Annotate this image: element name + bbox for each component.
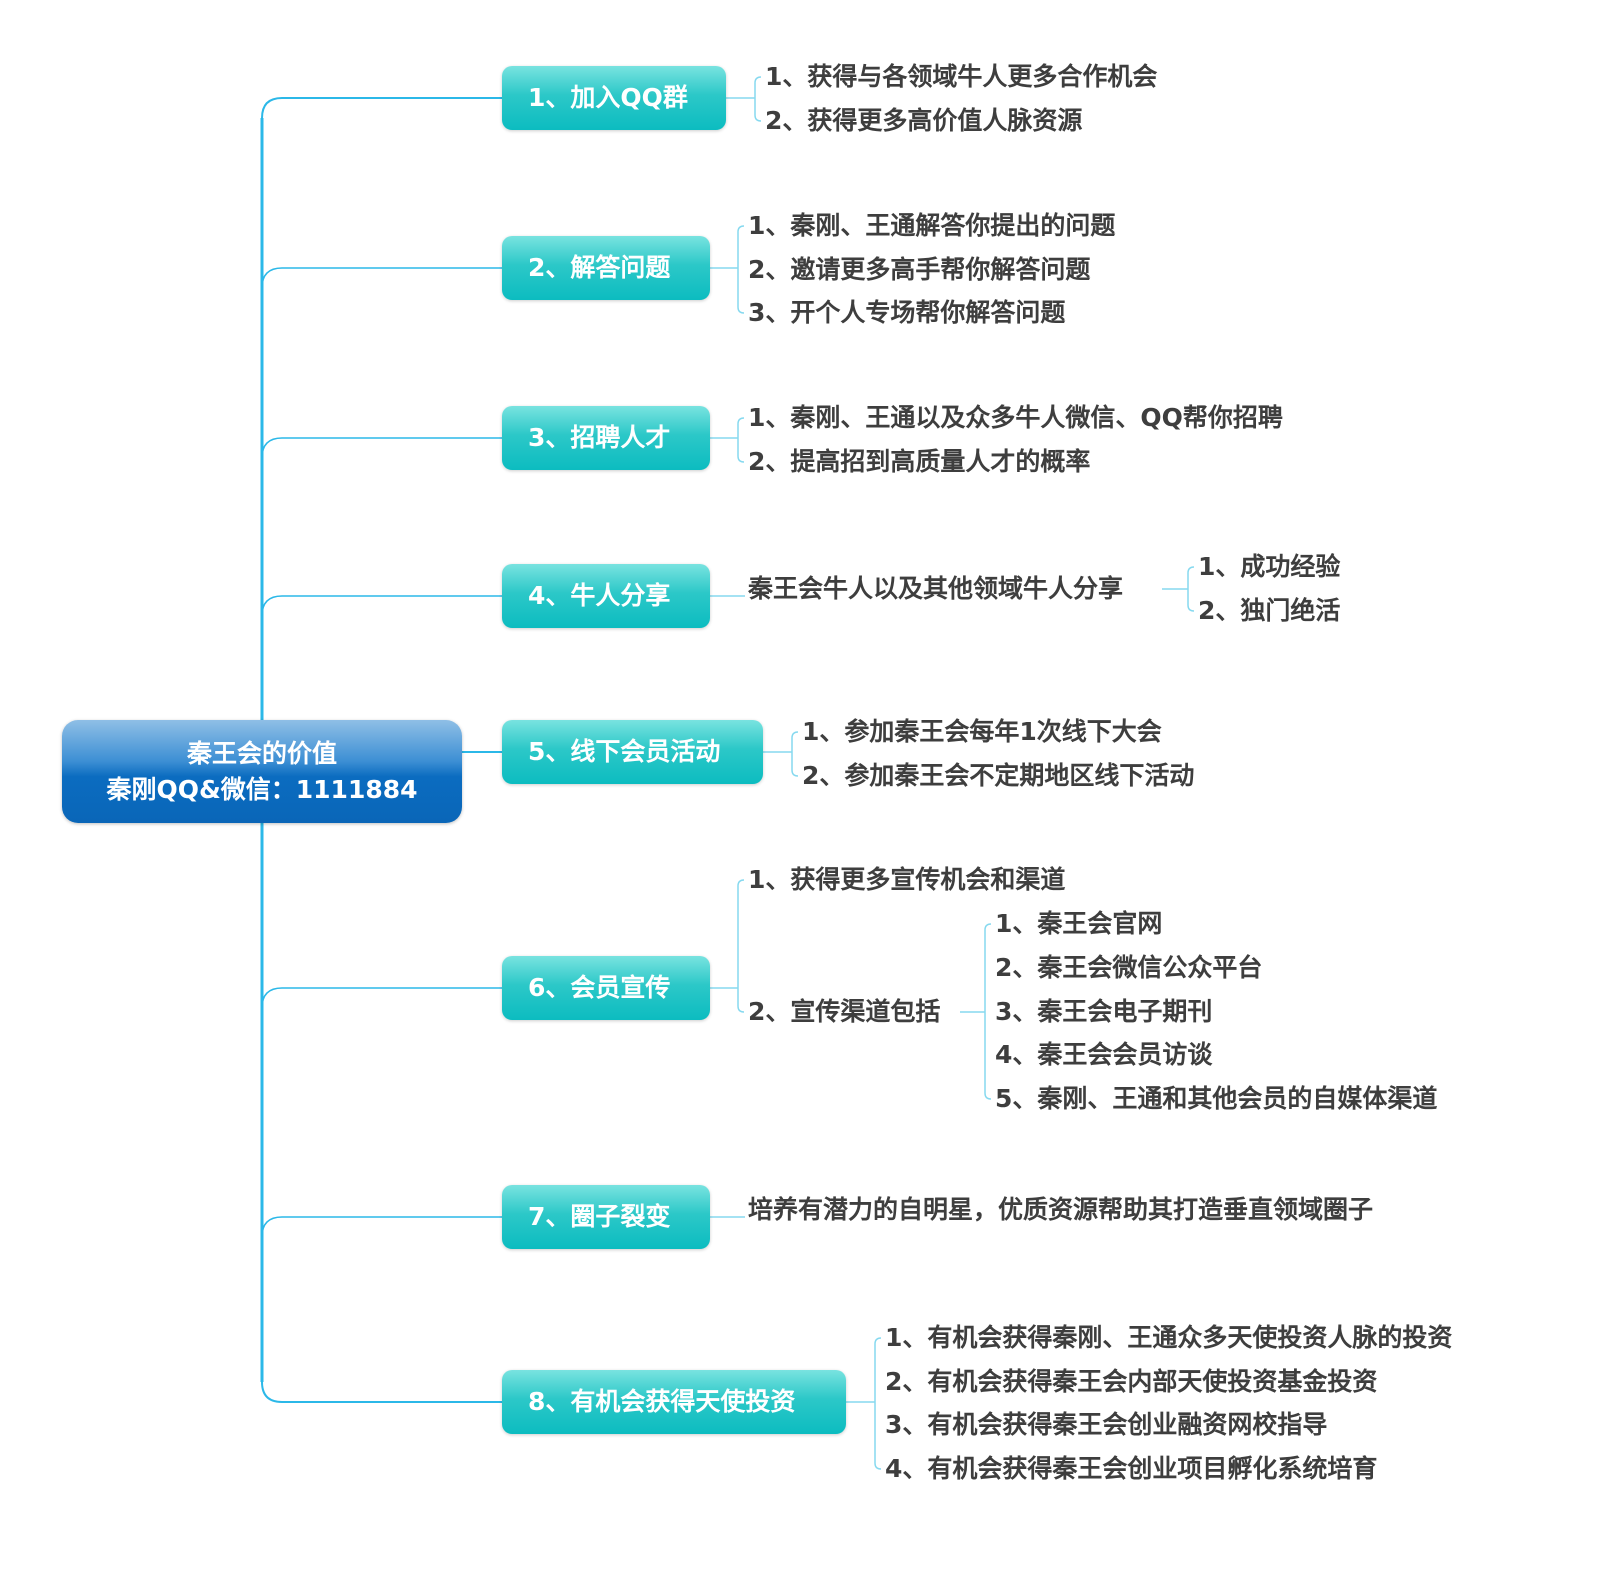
- branch-connector: [261, 267, 502, 289]
- leaf-item[interactable]: 2、宣传渠道包括: [748, 997, 941, 1026]
- sub-leaf-item[interactable]: 2、秦王会微信公众平台: [995, 953, 1263, 982]
- branch-connector: [261, 97, 502, 119]
- branch-connector: [261, 987, 502, 1009]
- leaf-item[interactable]: 1、秦刚、王通解答你提出的问题: [748, 211, 1116, 240]
- leaf-item[interactable]: 秦王会牛人以及其他领域牛人分享: [748, 574, 1124, 603]
- branch-member-promotion[interactable]: 6、会员宣传: [502, 956, 710, 1020]
- branch-join-qq-group[interactable]: 1、加入QQ群: [502, 66, 726, 130]
- branch-connector: [261, 1381, 502, 1403]
- sub-leaf-item[interactable]: 1、成功经验: [1198, 552, 1341, 581]
- leaf-bracket: [737, 417, 745, 463]
- branch-connector: [261, 437, 502, 459]
- leaf-bracket: [1187, 566, 1195, 612]
- sub-leaf-item[interactable]: 4、秦王会会员访谈: [995, 1040, 1213, 1069]
- leaf-item[interactable]: 4、有机会获得秦王会创业项目孵化系统培育: [885, 1454, 1378, 1483]
- sub-leaf-item[interactable]: 5、秦刚、王通和其他会员的自媒体渠道: [995, 1084, 1438, 1113]
- branch-answer-questions[interactable]: 2、解答问题: [502, 236, 710, 300]
- root-node[interactable]: 秦王会的价值 秦刚QQ&微信：1111884: [62, 720, 462, 823]
- root-contact: 秦刚QQ&微信：1111884: [106, 775, 418, 804]
- branch-connector: [261, 1216, 502, 1238]
- root-title: 秦王会的价值: [186, 739, 337, 768]
- leaf-bracket: [791, 731, 799, 777]
- leaf-item[interactable]: 1、秦刚、王通以及众多牛人微信、QQ帮你招聘: [748, 403, 1283, 432]
- leaf-item[interactable]: 1、获得更多宣传机会和渠道: [748, 865, 1066, 894]
- sub-leaf-item[interactable]: 2、独门绝活: [1198, 596, 1341, 625]
- leaf-item[interactable]: 2、邀请更多高手帮你解答问题: [748, 255, 1091, 284]
- leaf-item[interactable]: 1、获得与各领域牛人更多合作机会: [765, 62, 1158, 91]
- leaf-bracket: [874, 1337, 882, 1470]
- leaf-bracket: [737, 879, 745, 1013]
- leaf-item[interactable]: 培养有潜力的自明星，优质资源帮助其打造垂直领域圈子: [748, 1195, 1374, 1224]
- leaf-item[interactable]: 2、提高招到高质量人才的概率: [748, 447, 1091, 476]
- sub-leaf-item[interactable]: 1、秦王会官网: [995, 909, 1163, 938]
- branch-connector: [261, 595, 502, 617]
- leaf-item[interactable]: 2、获得更多高价值人脉资源: [765, 106, 1083, 135]
- leaf-item[interactable]: 2、参加秦王会不定期地区线下活动: [802, 761, 1195, 790]
- leaf-item[interactable]: 3、有机会获得秦王会创业融资网校指导: [885, 1410, 1328, 1439]
- leaf-item[interactable]: 1、有机会获得秦刚、王通众多天使投资人脉的投资: [885, 1323, 1453, 1352]
- leaf-bracket: [754, 76, 762, 122]
- branch-expert-sharing[interactable]: 4、牛人分享: [502, 564, 710, 628]
- branch-circle-fission[interactable]: 7、圈子裂变: [502, 1185, 710, 1249]
- leaf-item[interactable]: 1、参加秦王会每年1次线下大会: [802, 717, 1162, 746]
- leaf-item[interactable]: 2、有机会获得秦王会内部天使投资基金投资: [885, 1367, 1378, 1396]
- leaf-bracket: [984, 923, 992, 1100]
- branch-angel-investment[interactable]: 8、有机会获得天使投资: [502, 1370, 846, 1434]
- leaf-bracket: [737, 225, 745, 314]
- branch-recruit-talent[interactable]: 3、招聘人才: [502, 406, 710, 470]
- leaf-item[interactable]: 3、开个人专场帮你解答问题: [748, 298, 1066, 327]
- branch-offline-events[interactable]: 5、线下会员活动: [502, 720, 763, 784]
- sub-leaf-item[interactable]: 3、秦王会电子期刊: [995, 997, 1213, 1026]
